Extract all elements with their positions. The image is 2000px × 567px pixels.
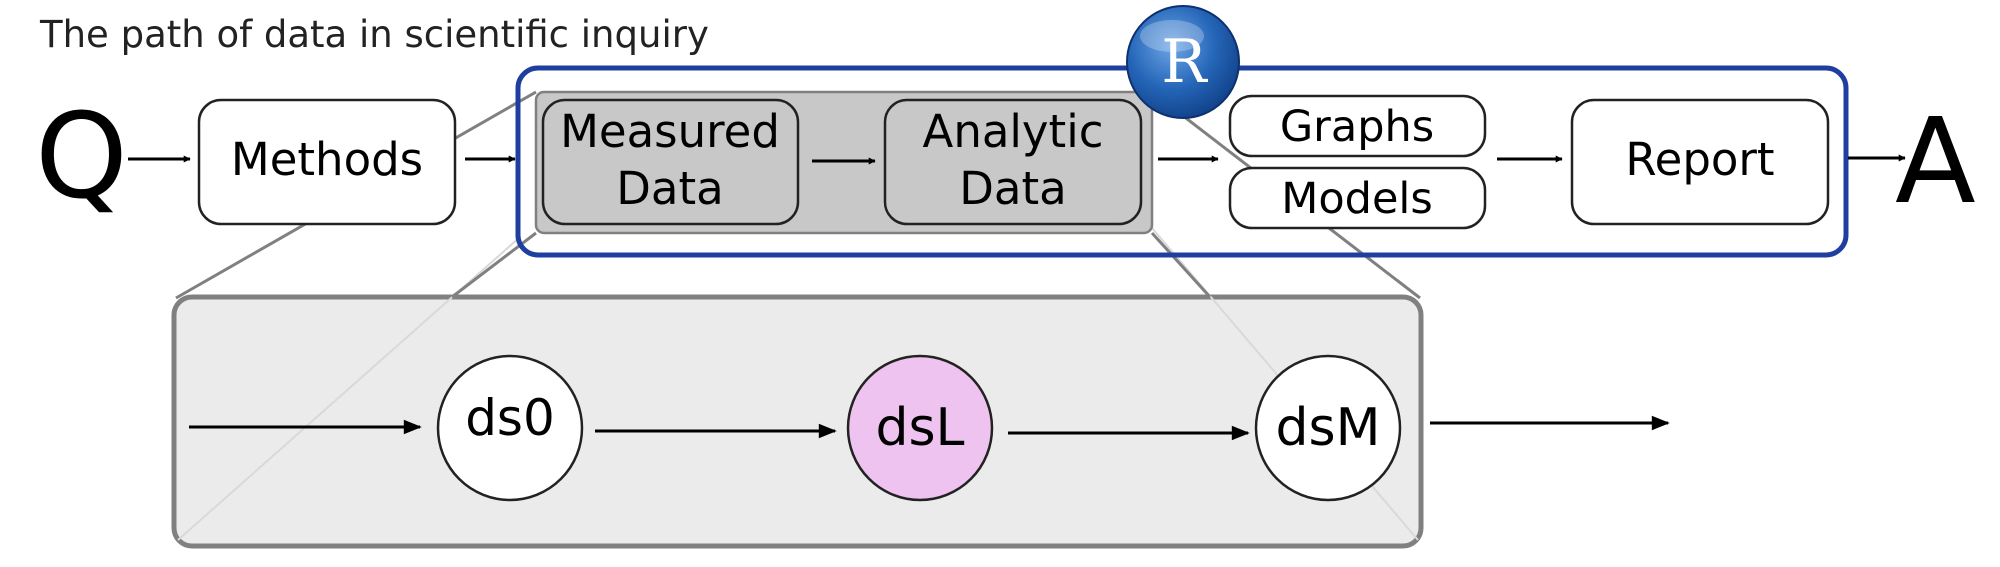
report-label: Report <box>1625 133 1774 186</box>
node-ds0 <box>436 354 584 502</box>
node-dsM-label: dsM <box>1276 398 1381 458</box>
graphs-label: Graphs <box>1280 102 1434 152</box>
methods-label: Methods <box>231 133 423 186</box>
graphs-box <box>1228 94 1487 158</box>
node-dsL-label: dsL <box>875 398 964 458</box>
answer-letter: A <box>1895 92 1976 230</box>
report-box <box>1570 98 1830 226</box>
node-dsM <box>1254 354 1402 502</box>
models-box <box>1228 166 1487 230</box>
measured-data-box <box>541 98 800 226</box>
measured-data-label-line2: Data <box>616 162 723 215</box>
methods-box <box>197 98 457 226</box>
zoom-panel <box>171 294 1424 549</box>
analytic-data-box <box>883 98 1143 226</box>
diagram-title: The path of data in scientific inquiry <box>39 13 709 56</box>
question-letter: Q <box>35 87 128 225</box>
r-logo-icon: R <box>1126 5 1240 119</box>
zoom-connector-bottom-right <box>1150 231 1212 299</box>
analytic-data-label-line2: Data <box>959 162 1066 215</box>
node-dsL <box>846 354 994 502</box>
zoom-connector-bottom-left <box>451 231 537 299</box>
models-label: Models <box>1281 174 1433 224</box>
measured-data-label-line1: Measured <box>560 105 780 158</box>
r-logo-letter: R <box>1161 27 1208 97</box>
analytic-data-label-line1: Analytic <box>923 105 1104 158</box>
node-ds0-label: ds0 <box>465 389 555 447</box>
